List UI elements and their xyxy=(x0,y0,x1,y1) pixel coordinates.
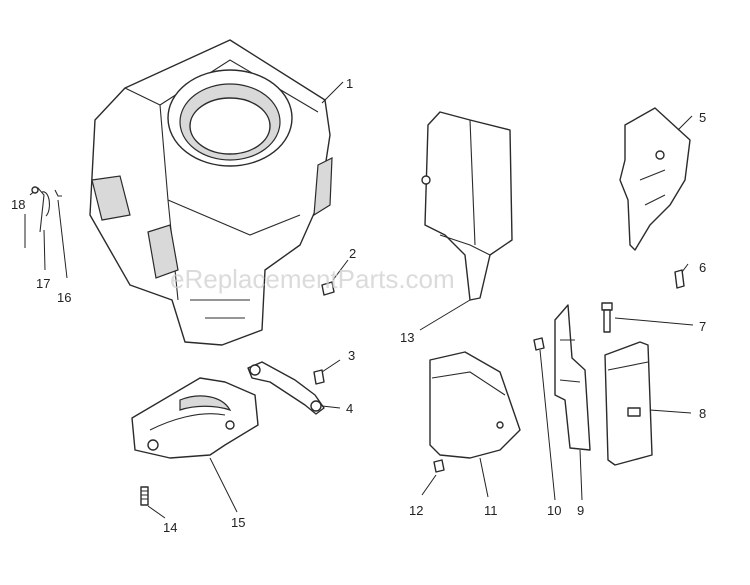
callout-13: 13 xyxy=(400,330,414,345)
callout-8: 8 xyxy=(699,406,706,421)
side-plate-part-9[interactable] xyxy=(554,304,591,451)
leader-lines xyxy=(24,81,694,519)
callout-10: 10 xyxy=(547,503,561,518)
lower-baffle-part-11[interactable] xyxy=(429,351,521,459)
callout-14: 14 xyxy=(163,520,177,535)
callout-numbers: 1 2 3 4 5 6 7 8 9 10 11 12 13 14 15 16 1… xyxy=(11,76,706,535)
bolt-part-7[interactable] xyxy=(601,302,613,333)
callout-5: 5 xyxy=(699,110,706,125)
rear-baffle-part-8[interactable] xyxy=(604,341,653,466)
callout-11: 11 xyxy=(484,503,498,518)
callout-1: 1 xyxy=(346,76,353,91)
watermark-text: eReplacementParts.com xyxy=(170,264,455,294)
callout-16: 16 xyxy=(57,290,71,305)
callout-6: 6 xyxy=(699,260,706,275)
bolt-part-14[interactable] xyxy=(140,486,149,506)
screw-part-12[interactable] xyxy=(433,459,445,473)
blower-housing-part-1[interactable] xyxy=(89,39,333,346)
callout-17: 17 xyxy=(36,276,50,291)
fastener-group-left[interactable] xyxy=(29,186,62,233)
side-shield-part-5[interactable] xyxy=(619,107,691,251)
screw-part-10[interactable] xyxy=(533,337,545,351)
screw-part-2[interactable] xyxy=(321,281,335,296)
callout-18: 18 xyxy=(11,197,25,212)
callout-2: 2 xyxy=(349,246,356,261)
callout-12: 12 xyxy=(409,503,423,518)
bracket-arm-part-4[interactable] xyxy=(247,361,325,415)
lower-shroud-part-15[interactable] xyxy=(131,377,259,459)
callout-9: 9 xyxy=(577,503,584,518)
callout-15: 15 xyxy=(231,515,245,530)
callout-4: 4 xyxy=(346,401,353,416)
upper-baffle-part-13[interactable] xyxy=(421,111,513,301)
callout-7: 7 xyxy=(699,319,706,334)
callout-3: 3 xyxy=(348,348,355,363)
screw-part-6[interactable] xyxy=(674,269,685,289)
